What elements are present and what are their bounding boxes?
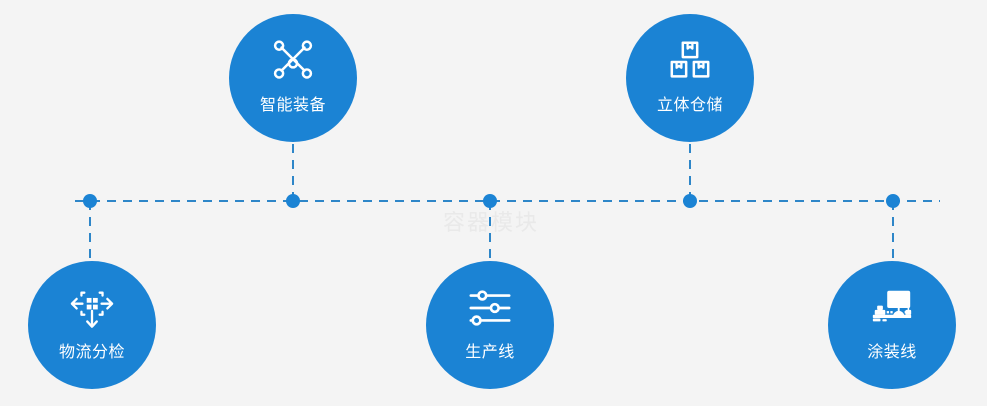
module-circle-production[interactable]: 生产线 [426, 261, 554, 389]
node-painting[interactable] [886, 194, 900, 208]
network-nodes-icon [270, 38, 316, 84]
module-circle-painting[interactable]: 涂装线 [828, 261, 956, 389]
module-circle-warehouse[interactable]: 立体仓储 [626, 14, 754, 142]
node-production[interactable] [483, 194, 497, 208]
sorting-arrows-icon [69, 285, 115, 331]
module-circle-logistics[interactable]: 物流分检 [28, 261, 156, 389]
node-logistics[interactable] [83, 194, 97, 208]
sliders-icon [467, 285, 513, 331]
module-label-equipment: 智能装备 [259, 95, 326, 114]
module-label-logistics: 物流分检 [58, 342, 125, 361]
watermark-text: 容器模块 [443, 211, 540, 236]
factory-monitor-icon [869, 285, 915, 331]
module-label-production: 生产线 [465, 342, 515, 361]
stacked-boxes-icon [667, 38, 713, 84]
node-warehouse[interactable] [683, 194, 697, 208]
node-equipment[interactable] [286, 194, 300, 208]
module-circle-equipment[interactable]: 智能装备 [229, 14, 357, 142]
module-label-warehouse: 立体仓储 [656, 95, 723, 114]
module-label-painting: 涂装线 [867, 342, 917, 361]
